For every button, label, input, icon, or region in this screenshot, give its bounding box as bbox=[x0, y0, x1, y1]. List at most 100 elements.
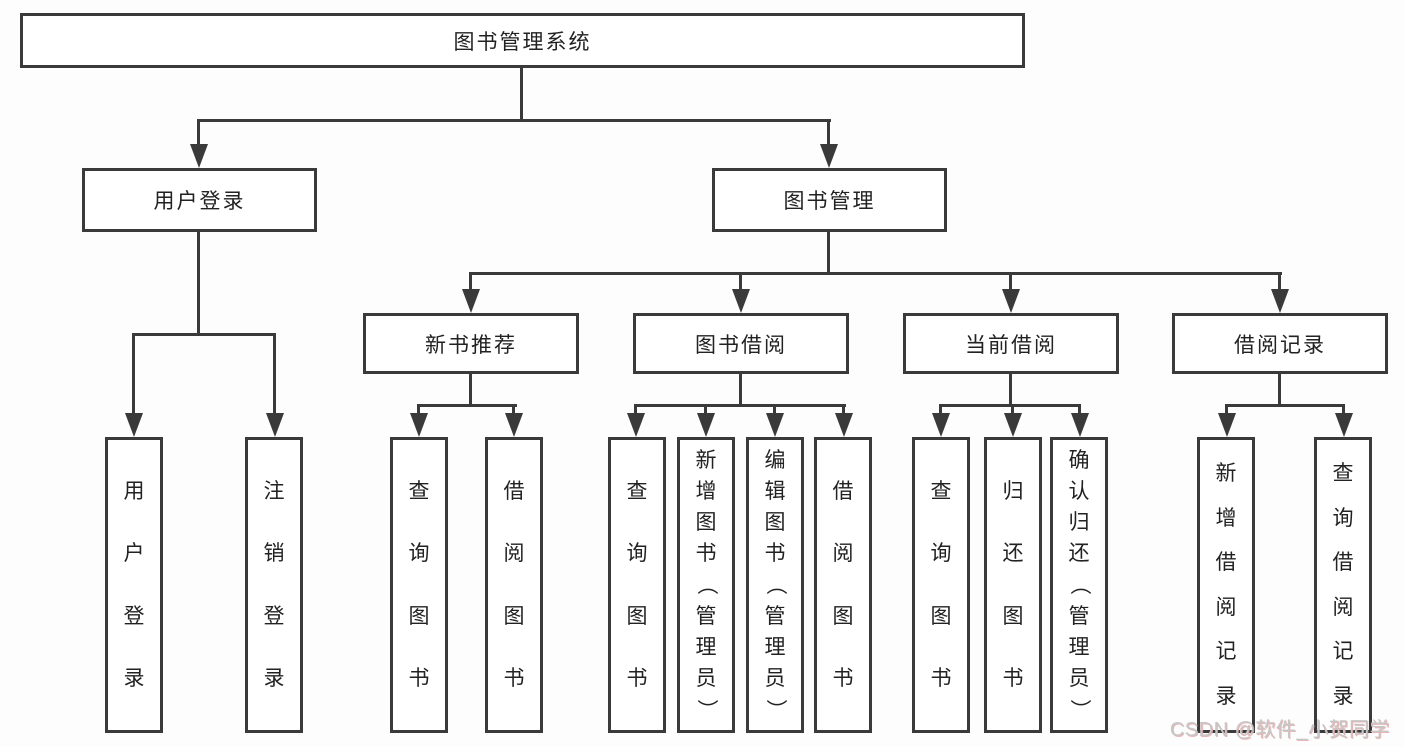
connector-book-management-hline bbox=[469, 272, 1282, 275]
leaf-add-book-admin: 新增图书（管理员） bbox=[677, 437, 735, 733]
leaf-label: 新增借阅记录 bbox=[1200, 440, 1252, 730]
leaf-label-char: 阅 bbox=[832, 542, 854, 566]
leaf-label-char: 录 bbox=[123, 666, 145, 690]
leaf-label-char: ） bbox=[694, 698, 718, 720]
connector-stem bbox=[417, 404, 420, 414]
connector-stem bbox=[827, 119, 830, 145]
leaf-label-char: 借 bbox=[832, 480, 854, 504]
connector-stem bbox=[197, 119, 200, 145]
connector-stub bbox=[1278, 374, 1281, 407]
leaf-label: 用户登录 bbox=[108, 440, 160, 730]
leaf-borrow-book-recommend: 借阅图书 bbox=[485, 437, 543, 733]
connector-stem bbox=[842, 404, 845, 414]
arrowhead-to-book-borrow bbox=[732, 289, 750, 313]
arrowhead-to-current-borrow bbox=[1002, 289, 1020, 313]
arrowhead bbox=[835, 413, 853, 437]
leaf-label-char: 查 bbox=[408, 480, 430, 504]
arrowhead-to-book-management bbox=[820, 144, 838, 168]
leaf-label-char: 归 bbox=[1002, 480, 1024, 504]
connector-stem bbox=[1342, 404, 1345, 414]
connector-user-login-stub bbox=[197, 232, 200, 336]
connector-stem bbox=[1078, 404, 1081, 414]
leaf-label: 注销登录 bbox=[248, 440, 300, 730]
leaf-label: 查询借阅记录 bbox=[1317, 440, 1369, 730]
leaf-label-char: 新 bbox=[695, 449, 717, 473]
node-label: 用户登录 bbox=[153, 190, 246, 213]
leaf-label-char: （ bbox=[1067, 574, 1091, 596]
leaf-label-char: 理 bbox=[764, 635, 786, 659]
leaf-label-char: 录 bbox=[1332, 684, 1354, 708]
arrowhead bbox=[1004, 413, 1022, 437]
leaf-label: 新增图书（管理员） bbox=[680, 440, 732, 730]
arrowhead bbox=[627, 413, 645, 437]
node-label: 图书管理 bbox=[783, 190, 876, 213]
leaf-label-char: 查 bbox=[626, 480, 648, 504]
arrowhead bbox=[505, 413, 523, 437]
connector-stem bbox=[1278, 272, 1281, 292]
leaf-label-char: 书 bbox=[503, 666, 525, 690]
leaf-label-char: ） bbox=[763, 698, 787, 720]
leaf-label-char: 增 bbox=[1215, 506, 1237, 530]
arrowhead-to-user-login bbox=[190, 144, 208, 168]
connector-root-stub bbox=[520, 68, 523, 122]
leaf-confirm-return-admin: 确认归还（管理员） bbox=[1050, 437, 1108, 733]
leaf-label-char: 记 bbox=[1332, 640, 1354, 664]
leaf-label-char: 书 bbox=[764, 542, 786, 566]
node-label: 新书推荐 bbox=[425, 333, 517, 357]
leaf-query-book-current: 查询图书 bbox=[912, 437, 970, 733]
leaf-label-char: 理 bbox=[1068, 635, 1090, 659]
leaf-label-char: 图 bbox=[408, 604, 430, 628]
leaf-label: 查询图书 bbox=[611, 440, 663, 730]
leaf-label-char: 询 bbox=[930, 542, 952, 566]
arrowhead bbox=[697, 413, 715, 437]
leaf-label-char: 户 bbox=[123, 542, 145, 566]
leaf-label-char: 查 bbox=[1332, 462, 1354, 486]
leaf-label-char: 阅 bbox=[503, 542, 525, 566]
arrowhead-to-leaf-user-login bbox=[125, 413, 143, 437]
leaf-label-char: 新 bbox=[1215, 462, 1237, 486]
connector-book-management-stub bbox=[827, 232, 830, 275]
csdn-watermark: CSDN @软件_小贺同学 bbox=[1169, 719, 1390, 741]
leaf-label-char: 图 bbox=[930, 604, 952, 628]
leaf-label-char: 管 bbox=[764, 604, 786, 628]
connector-user-login-hline bbox=[132, 333, 276, 336]
leaf-label-char: 阅 bbox=[1215, 595, 1237, 619]
leaf-label-char: 图 bbox=[764, 511, 786, 535]
leaf-label: 借阅图书 bbox=[488, 440, 540, 730]
leaf-query-book-borrow: 查询图书 bbox=[608, 437, 666, 733]
connector-hline bbox=[939, 404, 1081, 407]
leaf-label-char: 借 bbox=[503, 480, 525, 504]
leaf-label-char: 还 bbox=[1002, 542, 1024, 566]
node-new-book-recommend: 新书推荐 bbox=[363, 313, 579, 374]
leaf-label-char: 录 bbox=[1215, 684, 1237, 708]
connector-stem bbox=[469, 272, 472, 292]
leaf-label: 查询图书 bbox=[915, 440, 967, 730]
leaf-label-char: 图 bbox=[626, 604, 648, 628]
connector-stub bbox=[739, 374, 742, 407]
node-label: 图书管理系统 bbox=[453, 30, 592, 54]
node-label: 当前借阅 bbox=[965, 333, 1057, 357]
leaf-label-char: 书 bbox=[1002, 666, 1024, 690]
connector-stem bbox=[739, 272, 742, 292]
leaf-label-char: 管 bbox=[1068, 604, 1090, 628]
leaf-label-char: 员 bbox=[695, 666, 717, 690]
leaf-label-char: 员 bbox=[1068, 666, 1090, 690]
leaf-edit-book-admin: 编辑图书（管理员） bbox=[746, 437, 804, 733]
node-library-management-system: 图书管理系统 bbox=[20, 13, 1025, 68]
arrowhead-to-new-book-recommend bbox=[462, 289, 480, 313]
arrowhead bbox=[932, 413, 950, 437]
leaf-borrow-book: 借阅图书 bbox=[814, 437, 872, 733]
leaf-label-char: 认 bbox=[1068, 480, 1090, 504]
leaf-label-char: （ bbox=[694, 574, 718, 596]
leaf-label-char: 销 bbox=[263, 542, 285, 566]
connector-stem bbox=[939, 404, 942, 414]
arrowhead bbox=[410, 413, 428, 437]
leaf-label-char: 书 bbox=[695, 542, 717, 566]
arrowhead-to-borrow-records bbox=[1271, 289, 1289, 313]
arrowhead bbox=[1071, 413, 1089, 437]
leaf-label-char: 借 bbox=[1332, 551, 1354, 575]
leaf-label: 查询图书 bbox=[393, 440, 445, 730]
connector-stem bbox=[704, 404, 707, 414]
connector-stem bbox=[634, 404, 637, 414]
leaf-label-char: 还 bbox=[1068, 542, 1090, 566]
